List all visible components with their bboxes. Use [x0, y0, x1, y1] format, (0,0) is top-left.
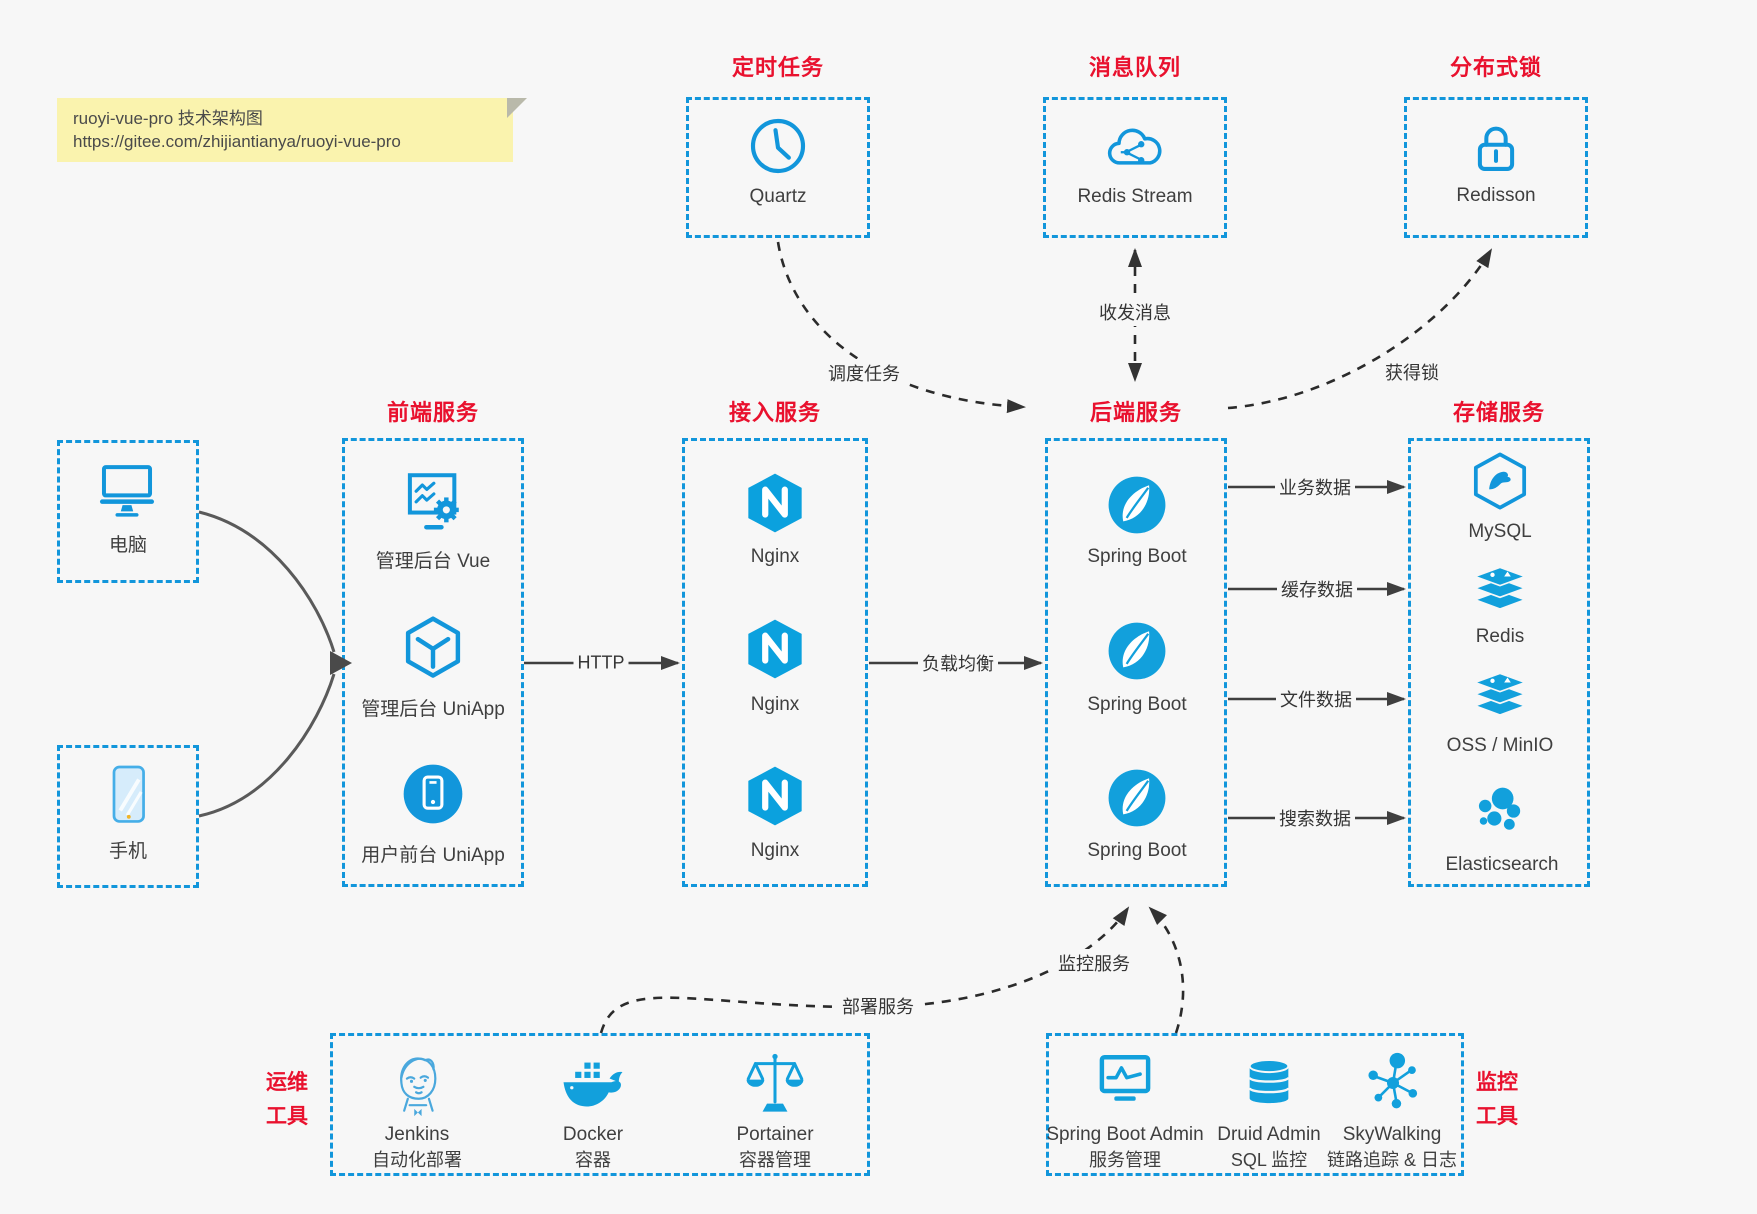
client-converge-lines — [198, 510, 336, 818]
edge-label-http: HTTP — [573, 651, 629, 675]
note-url[interactable]: https://gitee.com/zhijiantianya/ruoyi-vu… — [73, 132, 401, 151]
label-spring-boot-1: Spring Boot — [1087, 546, 1187, 567]
spring-boot-icon — [1108, 476, 1166, 534]
jenkins-icon — [400, 1057, 437, 1117]
title-backend-services: 后端服务 — [1089, 400, 1183, 425]
edge-label-cache: 缓存数据 — [1277, 575, 1357, 603]
lock-icon — [1477, 126, 1515, 171]
box-redis-stream[interactable] — [1043, 97, 1227, 238]
monitor-chart-icon — [1099, 1055, 1151, 1101]
redis-stack-icon — [1472, 566, 1528, 610]
label-jenkins-desc: 自动化部署 — [372, 1150, 462, 1170]
label-quartz: Quartz — [749, 186, 807, 207]
phone-circle-icon — [403, 764, 463, 824]
phone-icon — [112, 765, 145, 823]
edge-label-message: 收发消息 — [1095, 298, 1175, 326]
label-docker: Docker — [562, 1124, 624, 1145]
cloud-share-icon — [1107, 128, 1162, 165]
box-mobile-client[interactable] — [57, 745, 199, 888]
edge-label-schedule: 调度任务 — [824, 359, 904, 387]
box-quartz[interactable] — [686, 97, 870, 238]
label-oss-minio: OSS / MinIO — [1446, 735, 1554, 756]
box-monitoring-tools[interactable] — [1046, 1033, 1464, 1176]
label-monitoring-tools: 监控 工具 — [1476, 1071, 1518, 1128]
box-pc-client[interactable] — [57, 440, 199, 583]
sticky-note: ruoyi-vue-pro 技术架构图 https://gitee.com/zh… — [57, 98, 527, 162]
title-gateway-services: 接入服务 — [728, 400, 822, 425]
label-redisson: Redisson — [1456, 185, 1536, 206]
label-spring-boot-2: Spring Boot — [1087, 694, 1187, 715]
nginx-icon — [748, 766, 802, 826]
label-mysql: MySQL — [1468, 521, 1532, 542]
label-nginx-2: Nginx — [750, 694, 800, 715]
edge-label-monitor: 监控服务 — [1054, 949, 1134, 977]
label-mobile: 手机 — [108, 841, 148, 862]
label-sba-desc: 服务管理 — [1089, 1150, 1161, 1170]
database-icon — [1248, 1059, 1290, 1104]
desktop-icon — [99, 465, 155, 517]
elastic-cluster-icon — [1478, 787, 1521, 830]
label-jenkins: Jenkins — [384, 1124, 450, 1145]
title-frontend-services: 前端服务 — [386, 400, 480, 425]
nginx-icon — [748, 473, 802, 533]
label-docker-desc: 容器 — [575, 1150, 611, 1170]
edge-monitor-service — [1148, 906, 1185, 1034]
spring-boot-icon — [1108, 622, 1166, 680]
title-scheduled-tasks: 定时任务 — [731, 55, 825, 80]
label-user-uniapp: 用户前台 UniApp — [361, 845, 505, 866]
box-backend-services[interactable] — [1045, 438, 1227, 887]
title-distributed-lock: 分布式锁 — [1449, 55, 1543, 80]
title-storage-services: 存储服务 — [1452, 400, 1546, 425]
edge-label-lock: 获得锁 — [1381, 358, 1443, 386]
topology-icon — [1368, 1052, 1418, 1109]
label-ops-tools: 运维 工具 — [266, 1071, 308, 1128]
box-ops-tools[interactable] — [330, 1033, 870, 1176]
label-admin-vue: 管理后台 Vue — [375, 551, 491, 572]
label-druid-admin: Druid Admin — [1217, 1124, 1321, 1145]
mysql-dolphin-icon — [1473, 452, 1527, 510]
label-redis-stream: Redis Stream — [1077, 186, 1193, 207]
label-skywalking-desc: 链路追踪 & 日志 — [1326, 1150, 1458, 1170]
edge-label-business: 业务数据 — [1275, 473, 1355, 501]
screen-gear-icon — [407, 473, 459, 530]
redis-stack-icon — [1472, 672, 1528, 716]
scales-icon — [746, 1053, 804, 1112]
label-spring-boot-3: Spring Boot — [1087, 840, 1187, 861]
label-druid-desc: SQL 监控 — [1230, 1150, 1308, 1170]
docker-whale-icon — [563, 1061, 623, 1107]
box-gateway-services[interactable] — [682, 438, 868, 887]
label-redis: Redis — [1475, 626, 1525, 647]
edge-label-load-balance: 负载均衡 — [918, 649, 998, 677]
label-pc: 电脑 — [108, 535, 148, 556]
edge-label-deploy: 部署服务 — [838, 992, 918, 1020]
box-redisson[interactable] — [1404, 97, 1588, 238]
title-message-queue: 消息队列 — [1088, 55, 1182, 80]
label-admin-uniapp: 管理后台 UniApp — [361, 699, 505, 720]
gear-icon — [433, 497, 459, 523]
note-title: ruoyi-vue-pro 技术架构图 — [73, 109, 263, 128]
nginx-icon — [748, 619, 802, 679]
label-spring-boot-admin: Spring Boot Admin — [1046, 1124, 1204, 1145]
label-portainer: Portainer — [736, 1124, 814, 1145]
spring-boot-icon — [1108, 769, 1166, 827]
edge-get-lock — [1227, 248, 1493, 410]
label-nginx-3: Nginx — [750, 840, 800, 861]
clock-icon — [750, 118, 806, 174]
label-nginx-1: Nginx — [750, 546, 800, 567]
label-elasticsearch: Elasticsearch — [1445, 854, 1559, 875]
box-storage-services[interactable] — [1408, 438, 1590, 887]
edge-label-search: 搜索数据 — [1275, 804, 1355, 832]
cube-y-icon — [405, 616, 461, 678]
label-portainer-desc: 容器管理 — [739, 1150, 811, 1170]
label-skywalking: SkyWalking — [1342, 1124, 1442, 1145]
edge-label-file: 文件数据 — [1276, 685, 1356, 713]
